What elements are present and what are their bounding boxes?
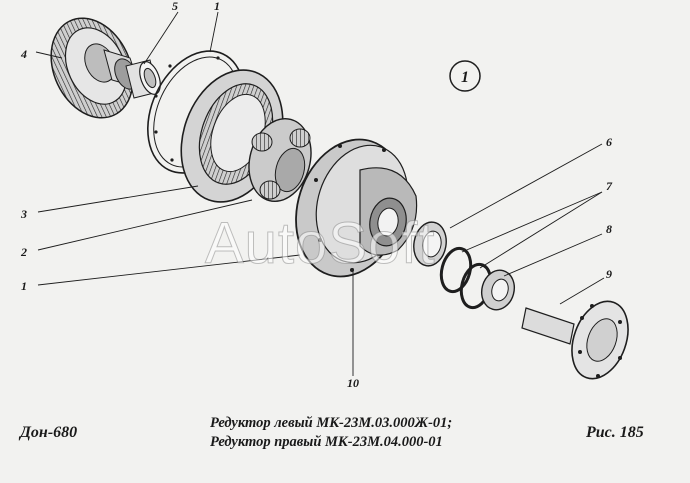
roller-bearing-part-8 [481,269,515,311]
title-line-2: Редуктор правый МК-23М.04.000-01 [210,434,443,450]
label-part-4: 4 [20,47,27,61]
label-part-5: 5 [172,0,178,13]
label-part-1-upper: 1 [214,0,220,13]
housing-part-10 [295,138,418,278]
label-part-1-lower: 1 [21,279,27,293]
label-part-8: 8 [606,222,612,236]
document-code: Дон-680 [20,424,78,441]
leader-lines [35,11,605,376]
view-marker-number: 1 [461,69,469,86]
flange-shaft-part-9 [521,300,629,380]
label-part-3: 3 [20,207,27,221]
view-marker: 1 [449,60,481,92]
figure-title: Редуктор левый МК-23М.03.000Ж-01; Редукт… [210,414,452,452]
label-part-7: 7 [606,179,613,193]
label-part-9: 9 [606,267,612,281]
bushing-part-5 [125,59,161,99]
title-line-1: Редуктор левый МК-23М.03.000Ж-01; [210,415,453,431]
figure-number: Рис. 185 [586,424,644,441]
label-part-6: 6 [606,135,612,149]
bearing-part-6 [413,221,447,267]
label-part-2: 2 [20,245,27,259]
label-part-10: 10 [347,376,359,390]
watermark: AutoSoft [204,211,436,277]
part-labels: 1 1 2 3 4 5 6 7 8 9 10 [20,0,613,390]
planet-carrier-part-2 [248,117,312,203]
